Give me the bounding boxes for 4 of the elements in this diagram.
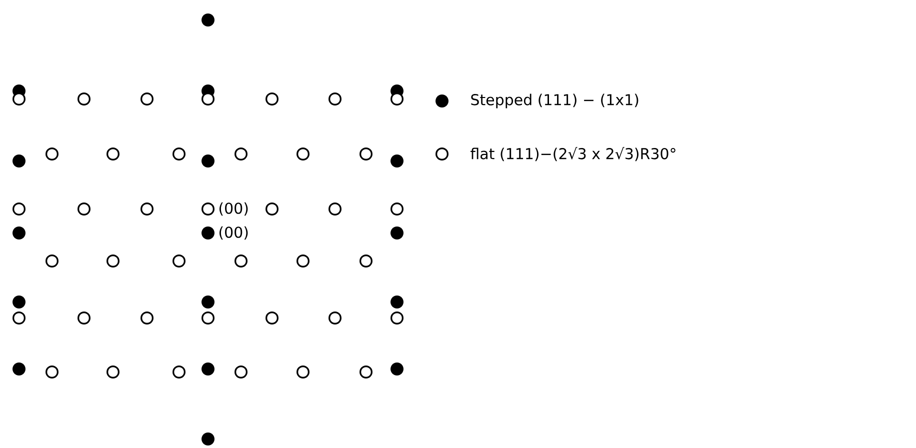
spot-label: (00) <box>220 226 248 240</box>
spot-label: (00) <box>220 202 248 216</box>
legend-text: Stepped (111) − (1x1) <box>471 94 638 108</box>
legend-text: flat (111)−(2√3 x 2√3)R30° <box>470 146 676 162</box>
